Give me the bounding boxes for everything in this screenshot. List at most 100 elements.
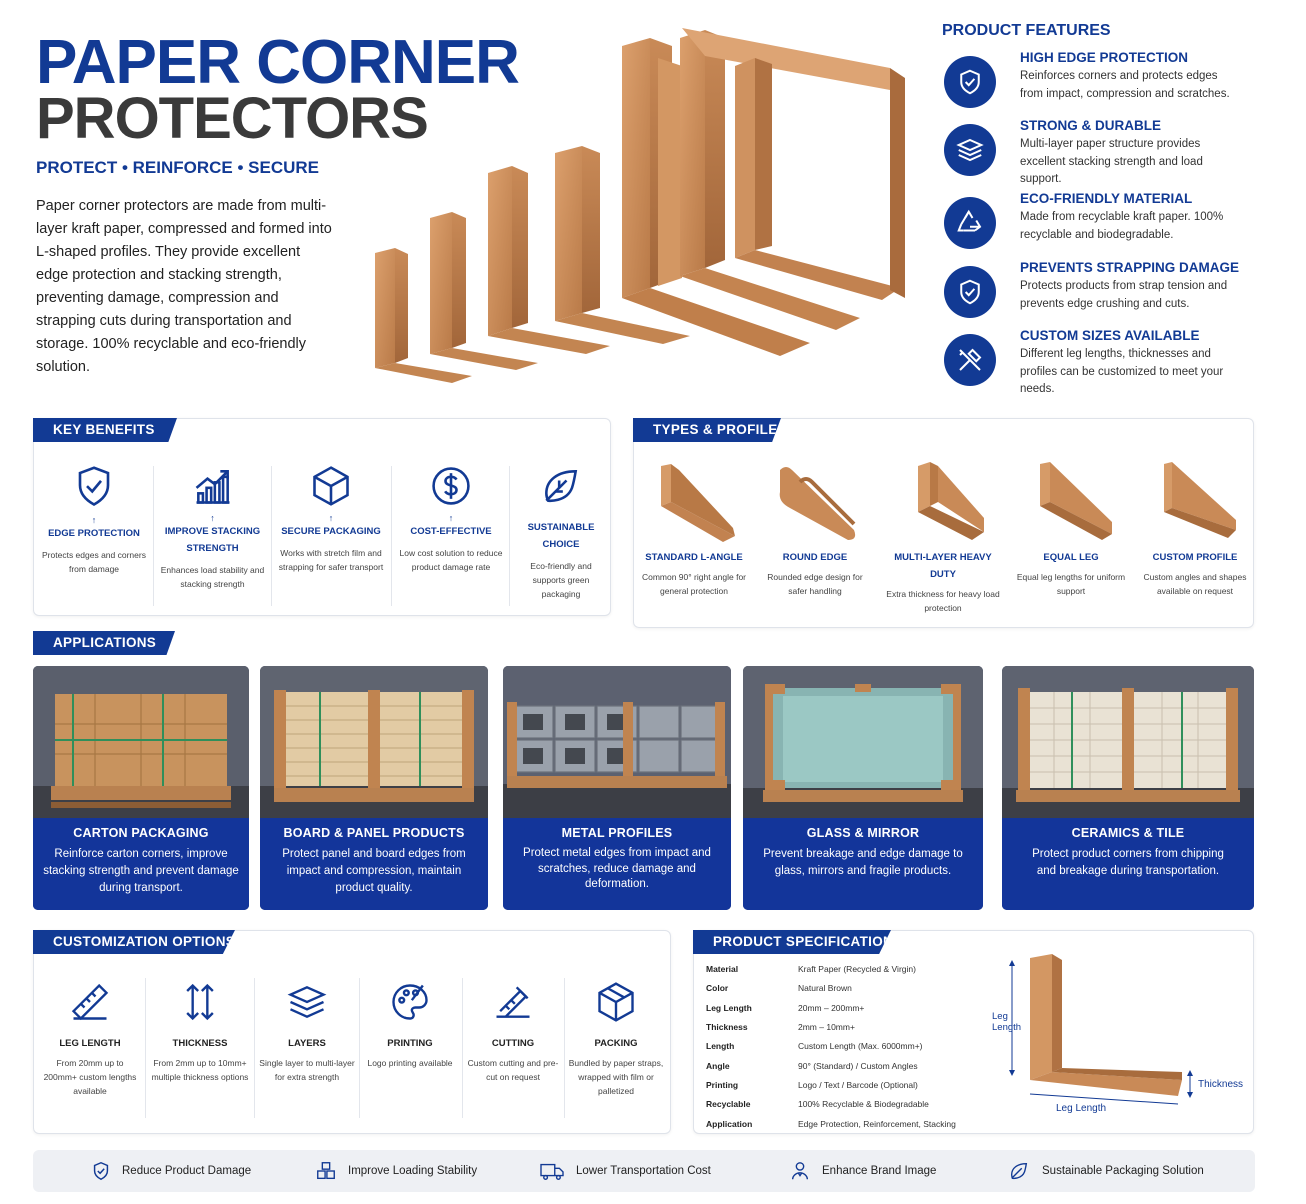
application-title: CARTON PACKAGING: [73, 826, 209, 840]
benefit-desc: Protects edges and corners from damage: [42, 550, 146, 574]
profile-item: MULTI-LAYER HEAVY DUTY Extra thickness f…: [882, 462, 1004, 615]
spec-value: 90° (Standard) / Custom Angles: [798, 1061, 918, 1071]
ceramics-tile-pallet-image: [1002, 666, 1254, 818]
benefit-item: SUSTAINABLE CHOICE Eco-friendly and supp…: [515, 464, 607, 601]
key-benefits-title: KEY BENEFITS: [33, 418, 177, 442]
spec-label: Material: [706, 964, 739, 974]
shield-check-icon: [944, 56, 996, 108]
box-icon: [313, 466, 349, 506]
application-desc: Protect metal edges from impact and scra…: [523, 847, 711, 890]
applications-title: APPLICATIONS: [33, 631, 175, 655]
custom-option-item: PACKING Bundled by paper straps, wrapped…: [568, 980, 664, 1098]
profile-desc: Rounded edge design for safer handling: [767, 572, 863, 596]
profile-title: CUSTOM PROFILE: [1152, 552, 1238, 563]
option-title: PRINTING: [387, 1038, 433, 1049]
bar-item-label: Reduce Product Damage: [122, 1165, 252, 1177]
feature-title: STRONG & DURABLE: [1020, 118, 1161, 133]
thickness-arrows-icon: [186, 983, 214, 1021]
application-card: CARTON PACKAGING Reinforce carton corners…: [33, 666, 249, 910]
option-desc: Custom cutting and pre-cut on request: [467, 1058, 559, 1082]
large-protector-stack: [622, 28, 905, 356]
intro-paragraph: Paper corner protectors are made from mu…: [36, 198, 332, 375]
application-desc: Reinforce carton corners, improve stacki…: [43, 848, 239, 894]
spec-value: Logo / Text / Barcode (Optional): [798, 1080, 918, 1090]
application-desc: Prevent breakage and edge damage to glas…: [763, 848, 963, 877]
corner-protector-diagram: [1009, 954, 1193, 1105]
page-title-line-2: PROTECTORS: [36, 86, 429, 151]
spec-label: Printing: [706, 1080, 739, 1090]
profile-desc: Custom angles and shapes available on re…: [1143, 572, 1247, 596]
person-badge-icon: [791, 1162, 809, 1180]
custom-profile-image: [1164, 462, 1236, 538]
spec-label: Application: [706, 1119, 753, 1129]
option-title: LAYERS: [288, 1038, 326, 1049]
bar-item-label: Lower Transportation Cost: [576, 1165, 711, 1177]
profile-item: CUSTOM PROFILE Custom angles and shapes …: [1140, 462, 1250, 598]
bar-item-label: Enhance Brand Image: [822, 1165, 937, 1177]
glass-mirror-image: [743, 666, 983, 818]
recycle-icon: [944, 197, 996, 249]
benefit-item: ↑ COST-EFFECTIVE Low cost solution to re…: [398, 464, 504, 574]
feature-desc: Protects products from strap tension and…: [1020, 280, 1228, 310]
ruler-icon: [71, 983, 109, 1021]
spec-value: Custom Length (Max. 6000mm+): [798, 1041, 923, 1051]
feature-desc: Multi-layer paper structure provides exc…: [1020, 138, 1203, 185]
profile-desc: Common 90° right angle for general prote…: [641, 572, 747, 596]
page-title-line-1: PAPER CORNER: [36, 28, 520, 97]
round-edge-image: [779, 467, 856, 540]
option-desc: From 20mm up to 200mm+ custom lengths av…: [43, 1058, 137, 1096]
leg-length-label: Leg Length: [1056, 1103, 1107, 1114]
profile-item: ROUND EDGE Rounded edge design for safer…: [760, 462, 870, 598]
spec-label: Recyclable: [706, 1099, 751, 1109]
cutting-icon: [496, 986, 530, 1018]
key-benefits-panel: [33, 418, 611, 616]
tagline: PROTECT • REINFORCE • SECURE: [36, 158, 319, 177]
option-desc: Single layer to multi-layer for extra st…: [259, 1058, 355, 1082]
bar-item: Lower Transportation Cost: [538, 1160, 711, 1182]
benefit-desc: Eco-friendly and supports green packagin…: [530, 561, 592, 599]
application-desc: Protect panel and board edges from impac…: [282, 848, 466, 894]
spec-label: Color: [706, 983, 729, 993]
application-title: CERAMICS & TILE: [1071, 826, 1185, 840]
dollar-icon: [432, 467, 470, 505]
layers-icon: [287, 986, 327, 1018]
bar-item: Enhance Brand Image: [788, 1160, 936, 1182]
growth-chart-icon: [195, 470, 229, 504]
small-protector-2: [430, 212, 538, 370]
tools-icon: [944, 334, 996, 386]
benefit-title: COST-EFFECTIVE: [410, 526, 492, 537]
leaf-icon: [545, 470, 578, 503]
thickness-label: Thickness: [1198, 1079, 1244, 1090]
bar-item: Sustainable Packaging Solution: [1006, 1160, 1204, 1182]
palette-icon: [392, 984, 428, 1020]
carton-pallet-image: [33, 666, 249, 818]
custom-option-item: PRINTING Logo printing available: [362, 980, 458, 1070]
profile-title: MULTI-LAYER HEAVY DUTY: [894, 552, 992, 580]
spec-label: Angle: [706, 1061, 730, 1071]
types-profiles-title: TYPES & PROFILES: [633, 418, 781, 442]
feature-desc: Made from recyclable kraft paper. 100% r…: [1020, 211, 1224, 241]
spec-label: Thickness: [706, 1022, 748, 1032]
bar-item-label: Sustainable Packaging Solution: [1042, 1165, 1204, 1177]
benefit-item: ↑ EDGE PROTECTION Protects edges and cor…: [40, 464, 148, 576]
benefit-title: SUSTAINABLE CHOICE: [527, 522, 595, 550]
benefit-desc: Low cost solution to reduce product dama…: [399, 548, 503, 572]
feature-desc: Different leg lengths, thicknesses and p…: [1020, 348, 1224, 395]
feature-title: HIGH EDGE PROTECTION: [1020, 50, 1189, 65]
option-title: CUTTING: [491, 1038, 535, 1049]
leaf-icon: [1010, 1162, 1028, 1180]
feature-desc: Reinforces corners and protects edges fr…: [1020, 70, 1230, 100]
benefit-desc: Enhances load stability and stacking str…: [160, 565, 265, 589]
benefit-title: IMPROVE STACKING STRENGTH: [164, 526, 261, 554]
profile-title: ROUND EDGE: [782, 552, 848, 563]
custom-option-item: LEG LENGTH From 20mm up to 200mm+ custom…: [40, 980, 140, 1098]
spec-label: Length: [706, 1041, 735, 1051]
custom-option-item: THICKNESS From 2mm up to 10mm+ multiple …: [150, 980, 250, 1084]
product-features-title: PRODUCT FEATURES: [942, 22, 1111, 39]
bottom-benefits-bar: [33, 1150, 1255, 1192]
benefit-title: EDGE PROTECTION: [48, 528, 140, 539]
